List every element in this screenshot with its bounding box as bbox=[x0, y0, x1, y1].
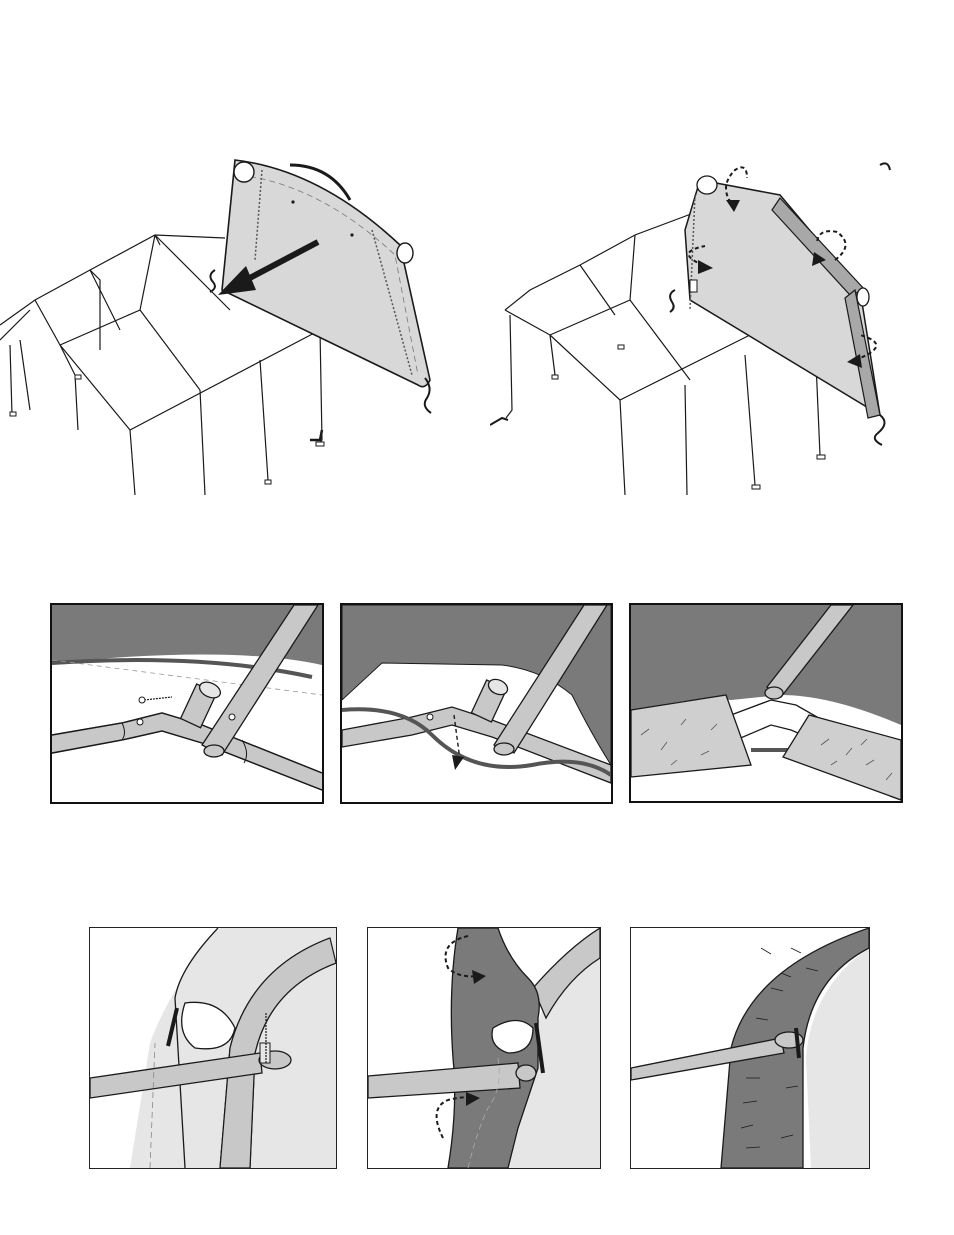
sleeve-wrapped-detail-panel bbox=[629, 603, 903, 803]
frame-cover-placement-drawing bbox=[0, 150, 450, 500]
frame-cover-placement-figure bbox=[0, 150, 450, 500]
rafter-pin-detail-panel bbox=[50, 603, 324, 804]
ground-stake bbox=[310, 430, 322, 440]
rafter-pin-detail-drawing bbox=[52, 605, 322, 802]
cable-routing-detail-panel bbox=[340, 603, 613, 804]
end-flap-finished-detail-drawing bbox=[631, 928, 869, 1168]
frame-feet-right bbox=[552, 345, 825, 489]
frame-cover-strapping-drawing bbox=[490, 150, 954, 500]
cable-routing-detail-drawing bbox=[342, 605, 611, 802]
ground-stake-right bbox=[490, 418, 508, 425]
end-flap-bracket-detail-drawing bbox=[90, 928, 336, 1168]
frame-feet bbox=[10, 375, 324, 484]
end-flap-folding-detail-panel bbox=[367, 927, 601, 1169]
end-flap-folding-detail-drawing bbox=[368, 928, 600, 1168]
end-flap-finished-detail-panel bbox=[630, 927, 870, 1169]
strapped-cover bbox=[670, 163, 890, 445]
frame-cover-strapping-figure bbox=[490, 150, 954, 500]
sleeve-wrapped-detail-drawing bbox=[631, 605, 901, 801]
end-flap-bracket-detail-panel bbox=[89, 927, 337, 1169]
